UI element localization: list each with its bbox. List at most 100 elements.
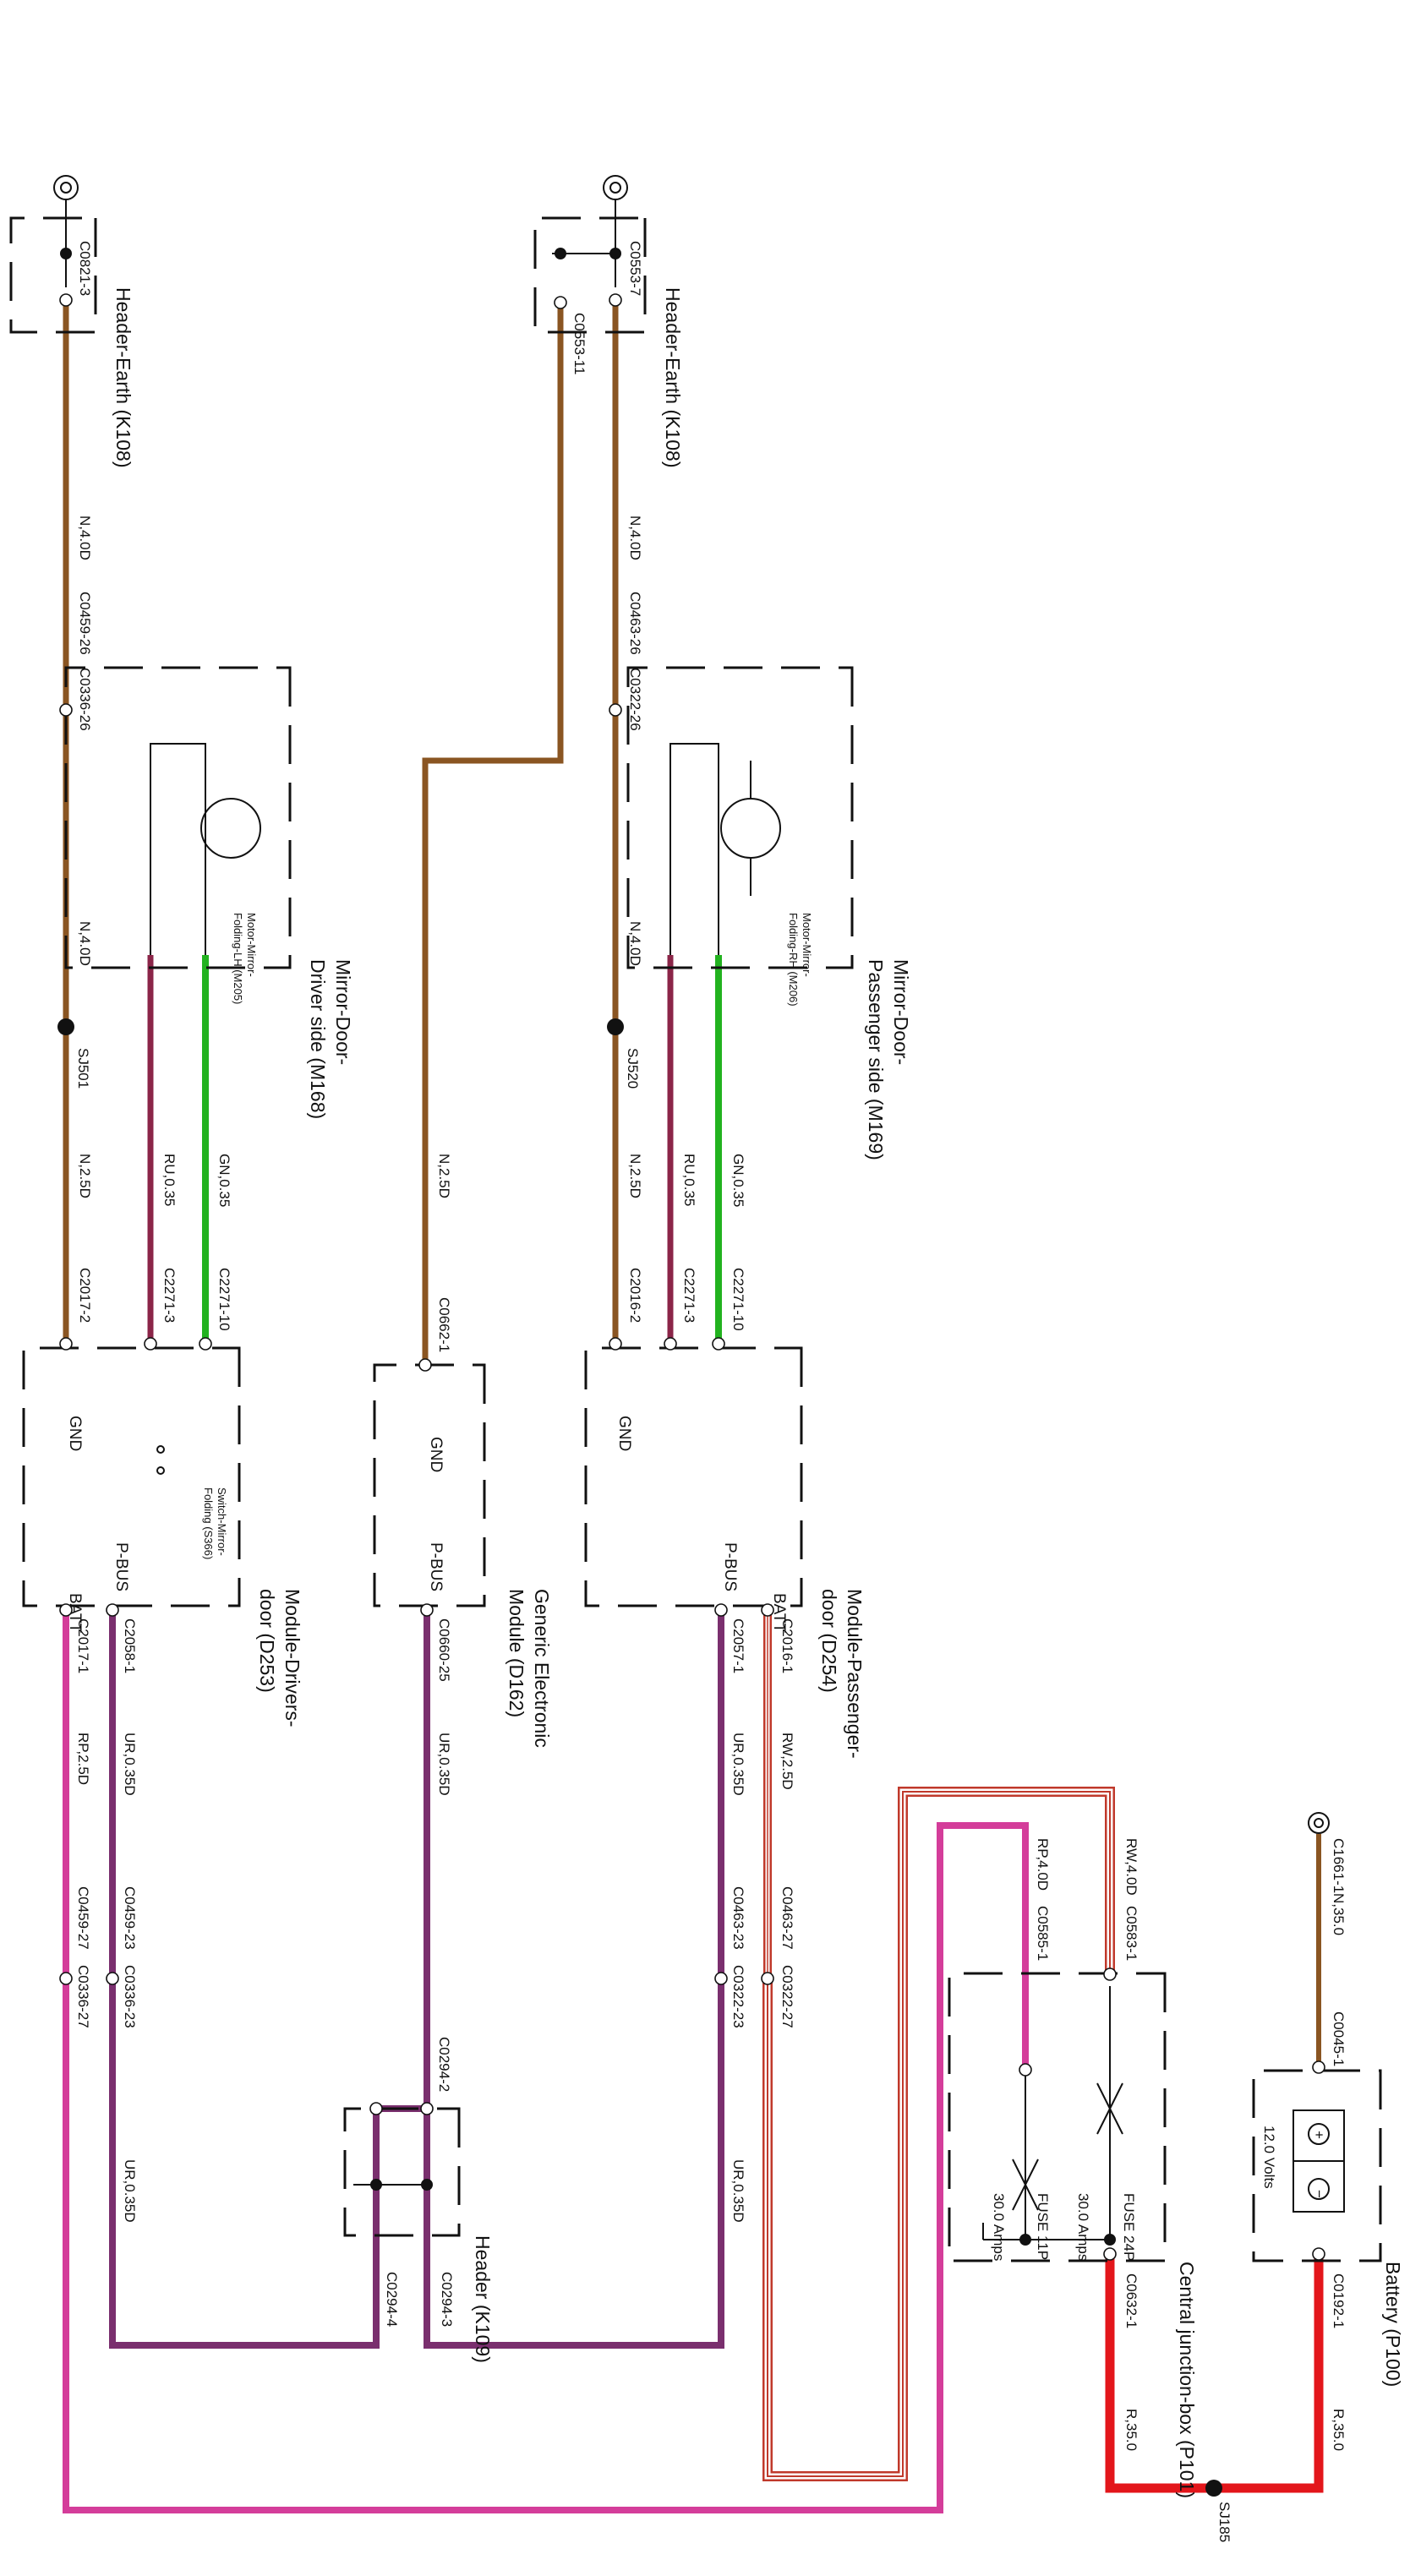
wire-brown-gnd-gem xyxy=(422,303,564,1365)
motor-lh-label-2: Folding-LH (M205) xyxy=(232,913,244,1004)
wire-rw-4-0d xyxy=(762,1787,1115,2481)
wire-rw40: RW,4.0D xyxy=(1123,1838,1139,1896)
mirror-drv-title-1: Mirror-Door- xyxy=(332,959,354,1065)
wire-n25-d: N,2.5D xyxy=(77,1154,93,1198)
conn-c0322-26: C0322-26 xyxy=(627,668,643,731)
header-earth-k108-b: Header-Earth (K108) xyxy=(9,175,134,468)
wire-ur035-gem: UR,0.35D xyxy=(436,1733,452,1796)
gem-pbus: P-BUS xyxy=(427,1542,445,1591)
connector-labels: C1661-1 C0045-1 C0192-1 C0583-1 C0585-1 … xyxy=(75,241,1347,2328)
wire-pink-rp xyxy=(63,1822,1029,2513)
conn-c0322-27: C0322-27 xyxy=(779,1965,795,2028)
switch-label-1: Switch-Mirror- xyxy=(216,1487,228,1556)
conn-c0660-25: C0660-25 xyxy=(436,1618,452,1682)
conn-c0336-26: C0336-26 xyxy=(77,668,93,731)
conn-c0662-1: C0662-1 xyxy=(436,1297,452,1352)
cjb-title: Central junction-box (P101) xyxy=(1176,2262,1198,2498)
motor-lh-label-1: Motor-Mirror- xyxy=(245,913,258,977)
conn-c0583-1: C0583-1 xyxy=(1123,1906,1139,1961)
wire-purple-pbus-drv xyxy=(109,1610,380,2349)
wire-gn035-p: GN,0.35 xyxy=(730,1154,746,1207)
gem-d162: Generic Electronic Module (D162) P-BUS G… xyxy=(373,1363,553,1748)
conn-c0192-1: C0192-1 xyxy=(1331,2273,1347,2328)
wire-ru035-p: RU,0.35 xyxy=(681,1154,697,1206)
wire-ur035-d: UR,0.35D xyxy=(122,2159,138,2223)
wire-r35-cjb: R,35.0 xyxy=(1123,2409,1139,2451)
terminals xyxy=(59,293,1325,2261)
conn-c2058-1: C2058-1 xyxy=(122,1618,138,1673)
conn-c2271-3-p: C2271-3 xyxy=(681,1268,697,1323)
battery-rating: 12.0 Volts xyxy=(1261,2126,1277,2189)
mirror-driver-m168: Mirror-Door- Driver side (M168) Motor-Mi… xyxy=(64,666,354,1119)
motor-rh-label-1: Motor-Mirror- xyxy=(801,913,813,977)
conn-c2016-2: C2016-2 xyxy=(627,1268,643,1323)
conn-c0045-1: C0045-1 xyxy=(1331,2011,1347,2066)
conn-c2271-10-p: C2271-10 xyxy=(730,1268,746,1331)
wire-red-r35 xyxy=(1105,2254,1324,2493)
conn-c0459-23: C0459-23 xyxy=(122,1886,138,1950)
mirror-pass-title-1: Mirror-Door- xyxy=(890,959,912,1065)
conn-c0585-1: C0585-1 xyxy=(1035,1906,1051,1961)
sj520-label: SJ520 xyxy=(625,1048,641,1089)
conn-c2017-2: C2017-2 xyxy=(77,1268,93,1323)
wire-n40d-d2: N,4.0D xyxy=(77,516,93,560)
sj185-label: SJ185 xyxy=(1216,2502,1232,2542)
conn-c0463-27: C0463-27 xyxy=(779,1886,795,1950)
conn-c2271-10-d: C2271-10 xyxy=(216,1268,232,1331)
wire-r35-bat: R,35.0 xyxy=(1331,2409,1347,2451)
wire-labels: N,35.0 R,35.0 R,35.0 RW,4.0D RP,4.0D RW,… xyxy=(75,516,1347,2451)
fuse-11p: FUSE 11P xyxy=(1035,2193,1051,2260)
module-drv-gnd: GND xyxy=(66,1416,84,1451)
wire-battery-to-cjb xyxy=(1105,2254,1324,2493)
motor-rh-label-2: Folding-RH (M206) xyxy=(787,913,800,1007)
wire-n40d-p1: N,4.0D xyxy=(627,921,643,966)
header-earth-k108-a: Header-Earth (K108) xyxy=(533,175,684,468)
conn-c0553-7: C0553-7 xyxy=(627,241,643,296)
gem-gnd: GND xyxy=(427,1437,445,1472)
conn-c2057-1: C2057-1 xyxy=(730,1618,746,1673)
conn-c0553-11: C0553-11 xyxy=(571,313,588,374)
wire-ur035-a: UR,0.35D xyxy=(730,1733,746,1796)
wire-n25-gem: N,2.5D xyxy=(436,1154,452,1198)
conn-c0294-2: C0294-2 xyxy=(436,2037,452,2092)
splice-sj520 xyxy=(607,1018,624,1035)
conn-c2271-3-d: C2271-3 xyxy=(161,1268,178,1323)
wire-n40d-d1: N,4.0D xyxy=(77,921,93,966)
wire-n35: N,35.0 xyxy=(1331,1893,1347,1935)
switch-label-2: Folding (S366) xyxy=(202,1487,215,1559)
conn-c1661-1: C1661-1 xyxy=(1331,1838,1347,1893)
central-junction-box-p101: Central junction-box (P101) FUSE 24P 30.… xyxy=(948,1972,1198,2498)
conn-c2017-1: C2017-1 xyxy=(75,1618,91,1673)
fuse-24p: FUSE 24P xyxy=(1121,2193,1137,2261)
conn-c0294-3: C0294-3 xyxy=(439,2272,455,2327)
battery-title: Battery (P100) xyxy=(1382,2262,1404,2387)
module-pass-gnd: GND xyxy=(615,1416,633,1451)
gem-title-1: Generic Electronic xyxy=(531,1589,553,1748)
conn-c0459-27: C0459-27 xyxy=(75,1886,91,1950)
mirror-passenger-m169: Mirror-Door- Passenger side (M169) Motor… xyxy=(626,666,912,1160)
wire-ur035-b: UR,0.35D xyxy=(730,2159,746,2223)
module-passenger-door-d254: Module-Passenger- door (D254) BATT P-BUS… xyxy=(584,1346,866,1759)
fuse-24p-rating: 30.0 Amps xyxy=(1075,2193,1091,2261)
svg-text:+: + xyxy=(1311,2131,1327,2139)
header-k109: Header (K109) xyxy=(343,2107,494,2363)
header-k109-title: Header (K109) xyxy=(472,2235,494,2363)
fuse-11p-rating: 30.0 Amps xyxy=(991,2193,1007,2261)
module-driver-door-d253: Module-Drivers- door (D253) Switch-Mirro… xyxy=(22,1346,303,1727)
module-drv-pbus: P-BUS xyxy=(112,1542,130,1591)
wire-rw25: RW,2.5D xyxy=(779,1733,795,1790)
splice-sj501 xyxy=(57,1018,74,1035)
wire-gn035-d: GN,0.35 xyxy=(216,1154,232,1207)
module-drv-title-1: Module-Drivers- xyxy=(281,1589,303,1727)
wire-n25-p: N,2.5D xyxy=(627,1154,643,1198)
module-pass-title-2: door (D254) xyxy=(818,1589,840,1693)
module-drv-batt: BATT xyxy=(66,1593,84,1634)
svg-text:−: − xyxy=(1311,2190,1327,2198)
conn-c0821-3: C0821-3 xyxy=(77,241,93,296)
wire-rp25: RP,2.5D xyxy=(75,1733,91,1785)
wire-n40d-p2: N,4.0D xyxy=(627,516,643,560)
splice-sj185 xyxy=(1205,2480,1222,2497)
conn-c0336-27: C0336-27 xyxy=(75,1965,91,2028)
